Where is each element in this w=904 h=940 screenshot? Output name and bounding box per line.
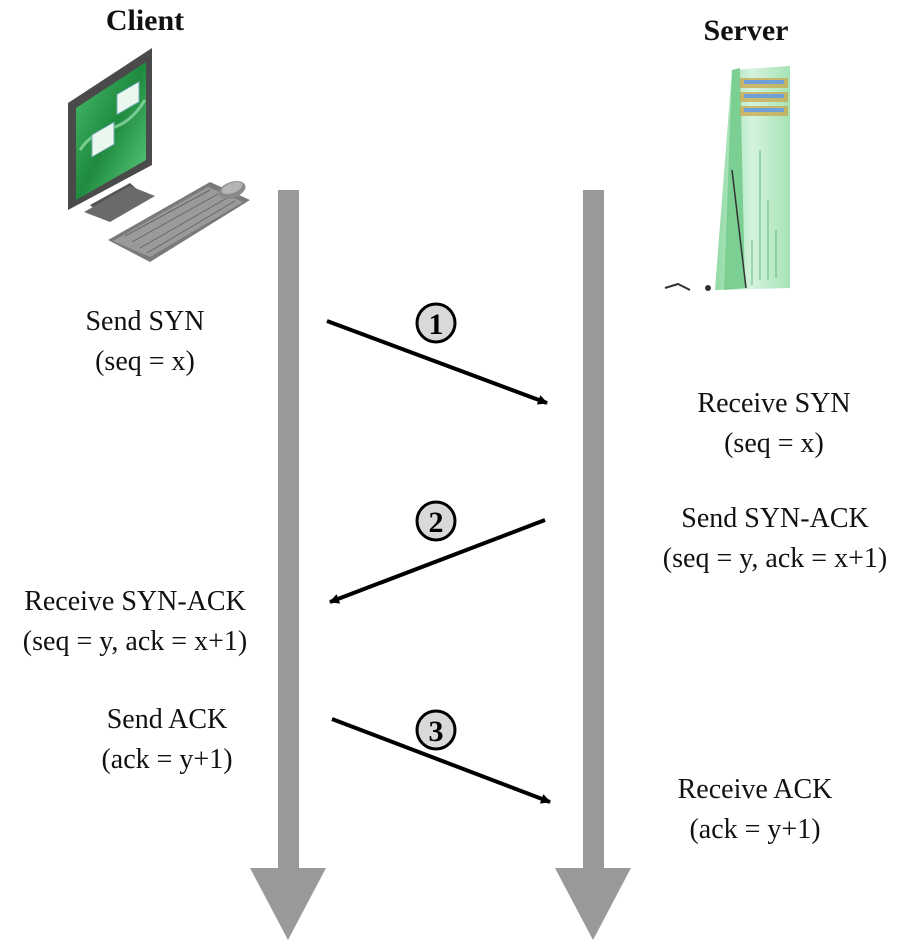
client-title: Client (105, 4, 185, 37)
send-syn-detail: (seq = x) (95, 346, 195, 377)
send-syn-text: Send SYN (85, 306, 205, 337)
step-2-badge: 2 (415, 500, 457, 542)
client-receive-synack-label: Receive SYN-ACK (seq = y, ack = x+1) (5, 582, 265, 662)
synack-arrow (329, 518, 546, 604)
receive-syn-text: Receive SYN (697, 388, 851, 419)
server-receive-ack-label: Receive ACK (ack = y+1) (655, 770, 855, 850)
send-synack-detail: (seq = y, ack = x+1) (662, 543, 888, 574)
server-drive-bays-icon (740, 78, 788, 116)
server-receive-syn-label: Receive SYN (seq = x) (674, 384, 874, 464)
step-1-badge: 1 (415, 302, 457, 344)
server-icon (664, 66, 790, 291)
desktop-computer-icon (68, 48, 250, 262)
server-timeline (555, 190, 631, 940)
receive-synack-text: Receive SYN-ACK (24, 586, 246, 617)
client-timeline (250, 190, 326, 940)
syn-arrow (326, 319, 548, 405)
step-1-number: 1 (429, 308, 444, 341)
step-2-number: 2 (429, 506, 444, 539)
server-title: Server (703, 14, 789, 47)
receive-ack-detail: (ack = y+1) (689, 814, 821, 845)
client-send-syn-label: Send SYN (seq = x) (45, 302, 245, 382)
send-ack-text: Send ACK (106, 704, 228, 735)
send-synack-text: Send SYN-ACK (681, 503, 869, 534)
ack-arrow (331, 717, 551, 804)
step-3-badge: 3 (415, 709, 457, 751)
receive-synack-detail: (seq = y, ack = x+1) (22, 626, 248, 657)
receive-ack-text: Receive ACK (677, 774, 833, 805)
server-send-synack-label: Send SYN-ACK (seq = y, ack = x+1) (650, 499, 900, 579)
send-ack-detail: (ack = y+1) (101, 744, 233, 775)
receive-syn-detail: (seq = x) (724, 428, 824, 459)
step-3-number: 3 (429, 715, 444, 748)
client-send-ack-label: Send ACK (ack = y+1) (67, 700, 267, 780)
